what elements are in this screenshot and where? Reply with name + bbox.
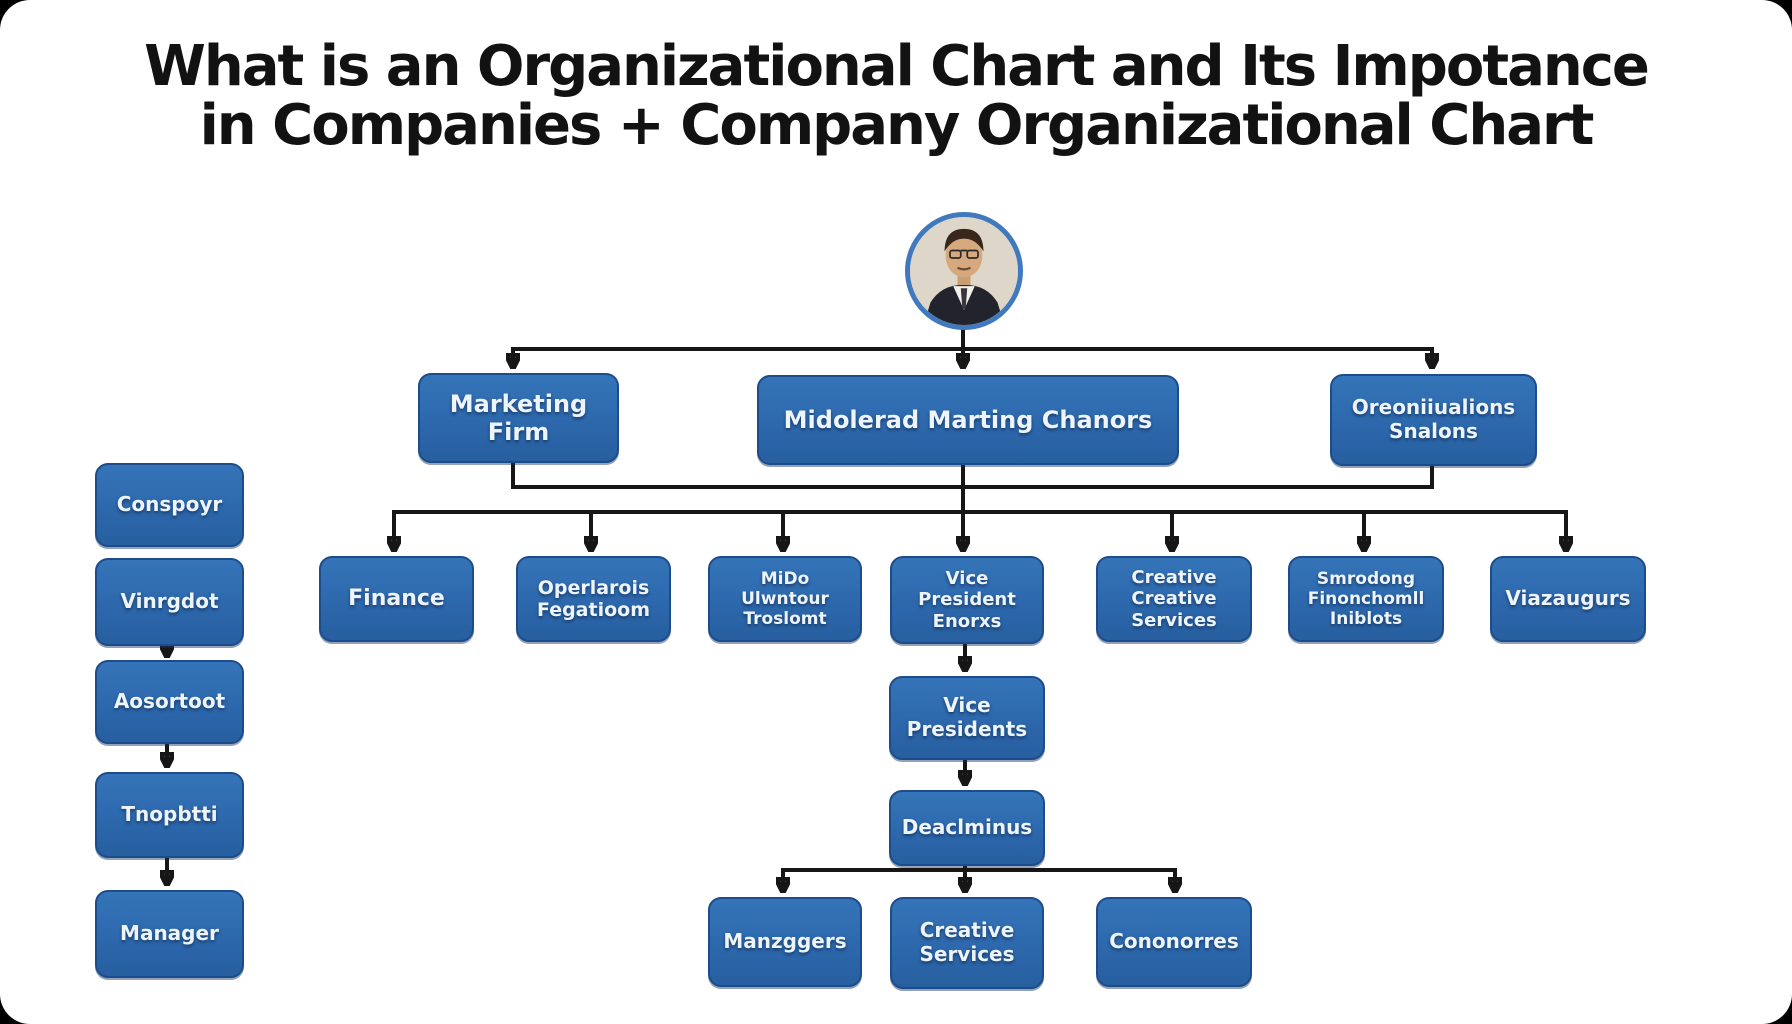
node-midolerad-marting-chanors: Midolerad Marting Chanors (757, 375, 1179, 465)
node-oreoniiualions-snalons: Oreoniiualions Snalons (1330, 374, 1537, 466)
node-manager: Manager (95, 890, 244, 978)
page-title-line2: in Companies + Company Organizational Ch… (199, 92, 1595, 158)
node-creative-creative-services: Creative Creative Services (1096, 556, 1252, 642)
node-label: Operlarois Fegatioom (536, 576, 651, 621)
node-label: Vice Presidents (906, 693, 1028, 741)
node-label: Vice President Enorxs (918, 568, 1016, 632)
node-vice-president-enorxs: Vice President Enorxs (890, 556, 1044, 644)
node-label: Finance (348, 586, 445, 612)
page-title: What is an Organizational Chart and Its … (0, 34, 1792, 158)
node-label: MiDo Ulwntour Troslomt (741, 568, 829, 630)
node-deaclminus: Deaclminus (889, 790, 1045, 866)
node-conspoyr: Conspoyr (95, 463, 244, 547)
node-label: Cononorres (1109, 929, 1239, 954)
node-label: Manzggers (723, 929, 847, 954)
node-label: Oreoniiualions Snalons (1351, 395, 1516, 443)
node-label: Aosortoot (113, 689, 226, 714)
node-mido-ulwntour-troslomt: MiDo Ulwntour Troslomt (708, 556, 862, 642)
node-viazaugurs: Viazaugurs (1490, 556, 1646, 642)
node-vinrgdot: Vinrgdot (95, 558, 244, 646)
page-title-line1: What is an Organizational Chart and Its … (144, 34, 1650, 99)
node-label: Vinrgdot (120, 589, 219, 614)
node-label: Tnopbtti (121, 802, 218, 827)
node-label: Manager (120, 921, 219, 946)
node-tnopbtti: Tnopbtti (95, 772, 244, 858)
node-label: Creative Services (919, 918, 1015, 966)
ceo-avatar (905, 212, 1023, 330)
person-portrait-icon (910, 217, 1018, 325)
node-vice-presidents: Vice Presidents (889, 676, 1045, 760)
node-smrodong-finonchomll-iniblots: Smrodong Finonchomll Iniblots (1288, 556, 1444, 642)
node-label: Marketing Firm (449, 389, 588, 446)
node-aosortoot: Aosortoot (95, 660, 244, 744)
node-label: Viazaugurs (1505, 586, 1631, 611)
node-operlarois-fegatioom: Operlarois Fegatioom (516, 556, 671, 642)
node-label: Creative Creative Services (1131, 567, 1217, 631)
node-manzggers: Manzggers (708, 897, 862, 987)
node-creative-services: Creative Services (890, 897, 1044, 989)
node-label: Deaclminus (901, 815, 1033, 840)
node-label: Conspoyr (116, 492, 223, 517)
node-label: Smrodong Finonchomll Iniblots (1307, 568, 1425, 630)
node-finance: Finance (319, 556, 474, 642)
node-label: Midolerad Marting Chanors (783, 405, 1153, 434)
node-cononorres: Cononorres (1096, 897, 1252, 987)
node-marketing-firm: Marketing Firm (418, 373, 619, 463)
